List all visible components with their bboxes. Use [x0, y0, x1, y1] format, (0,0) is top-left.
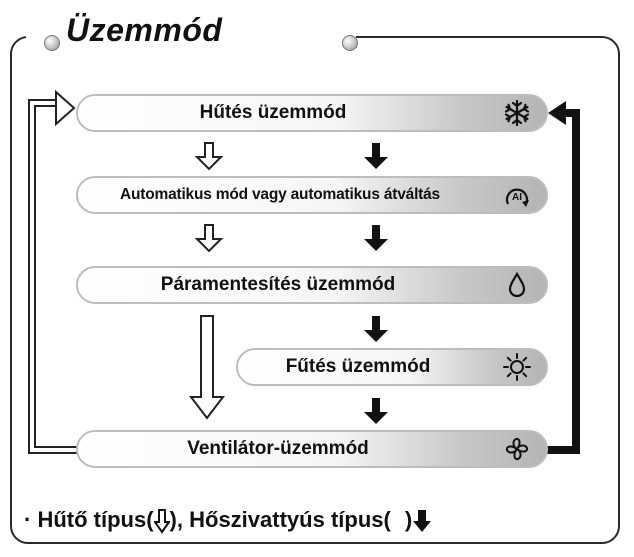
heatpump-arrow-3 — [364, 316, 388, 342]
legend-bullet: · — [24, 507, 32, 532]
legend-cooling-close: ) — [169, 507, 177, 532]
heatpump-return-loop — [540, 109, 580, 454]
heatpump-arrow-4 — [364, 398, 388, 424]
fan-icon — [505, 437, 529, 461]
heatpump-arrow-1 — [364, 143, 388, 169]
mode-auto-label: Automatikus mód vagy automatikus átváltá… — [120, 186, 440, 203]
mode-dehumidify-label: Páramentesítés üzemmód — [160, 274, 396, 295]
legend-cooling-type: Hűtő típus( — [37, 507, 154, 532]
auto-changeover-icon: AI — [505, 188, 529, 207]
legend-separator: , — [176, 507, 183, 532]
mode-heating-label: Fűtés üzemmód — [285, 356, 431, 377]
cooling-arrow-long — [188, 315, 226, 420]
mode-heating: Fűtés üzemmód — [236, 348, 548, 386]
legend-heatpump-type: Hőszivattyús típus( — [189, 507, 391, 532]
heatpump-arrow-2 — [364, 225, 388, 251]
heatpump-return-arrowhead — [548, 101, 566, 125]
legend: · Hűtő típus(), Hőszivattyús típus() — [24, 505, 432, 535]
cooling-arrow-2 — [194, 224, 224, 253]
solid-arrow-icon — [413, 510, 432, 533]
cooling-return-arrowhead — [55, 89, 76, 127]
snowflake-icon — [504, 99, 530, 127]
sun-icon — [503, 353, 531, 381]
title-right-bead — [342, 35, 358, 51]
mode-cooling-label: Hűtés üzemmód — [199, 102, 347, 123]
legend-heatpump-close: ) — [404, 507, 413, 532]
water-drop-icon — [508, 271, 526, 298]
title-background — [26, 20, 356, 54]
auto-icon-text: AI — [512, 192, 522, 203]
mode-cooling: Hűtés üzemmód — [76, 94, 548, 132]
mode-fan-label: Ventilátor-üzemmód — [187, 438, 369, 459]
mode-dehumidify: Páramentesítés üzemmód — [76, 266, 548, 304]
mode-auto: Automatikus mód vagy automatikus átváltá… — [76, 176, 548, 214]
cooling-arrow-1 — [194, 142, 224, 171]
diagram-title: Üzemmód — [66, 12, 223, 48]
mode-fan: Ventilátor-üzemmód — [76, 430, 548, 468]
title-left-bead — [44, 35, 60, 51]
outline-arrow-icon — [152, 509, 171, 534]
